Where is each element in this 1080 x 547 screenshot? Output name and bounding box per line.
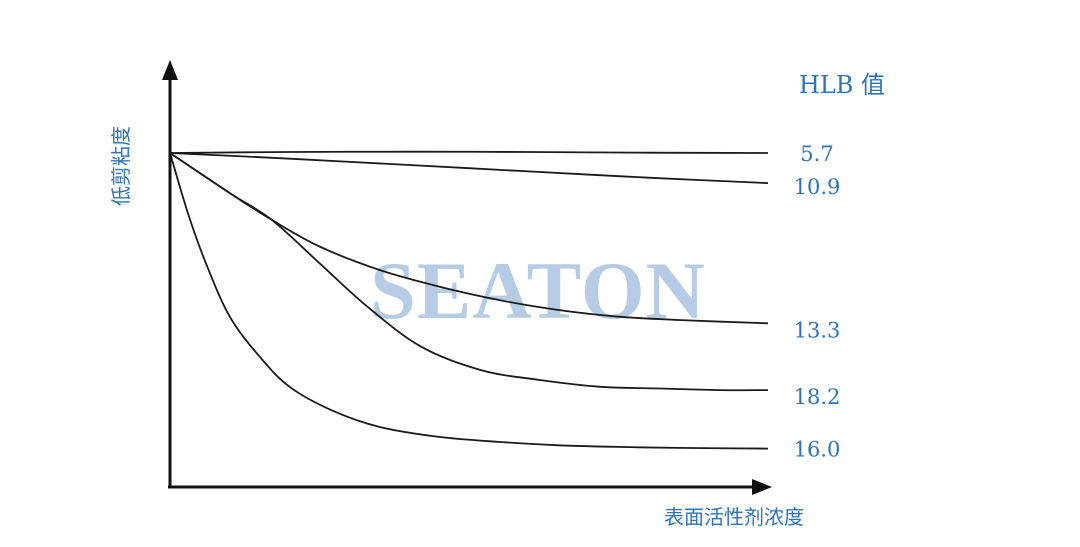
series-line-10-9 xyxy=(169,152,769,184)
legend-title: HLB 值 xyxy=(799,71,885,99)
series-label-10-9: 10.9 xyxy=(794,175,841,199)
watermark: SEATON xyxy=(370,245,706,336)
y-axis-label: 低剪粘度 xyxy=(109,126,133,206)
series-line-16-0 xyxy=(169,152,769,450)
y-axis-arrow xyxy=(162,60,178,80)
x-axis-label: 表面活性剂浓度 xyxy=(664,505,804,529)
series-label-18-2: 18.2 xyxy=(794,385,841,409)
x-axis-arrow xyxy=(752,479,772,495)
series-label-5-7: 5.7 xyxy=(800,142,833,166)
series-group: 5.7 10.9 13.3 18.2 16.0 xyxy=(169,142,841,462)
series-line-5-7 xyxy=(169,150,769,154)
series-label-13-3: 13.3 xyxy=(794,318,841,342)
series-line-18-2 xyxy=(169,152,769,392)
series-label-16-0: 16.0 xyxy=(794,438,841,462)
series-line-13-3 xyxy=(169,152,769,325)
